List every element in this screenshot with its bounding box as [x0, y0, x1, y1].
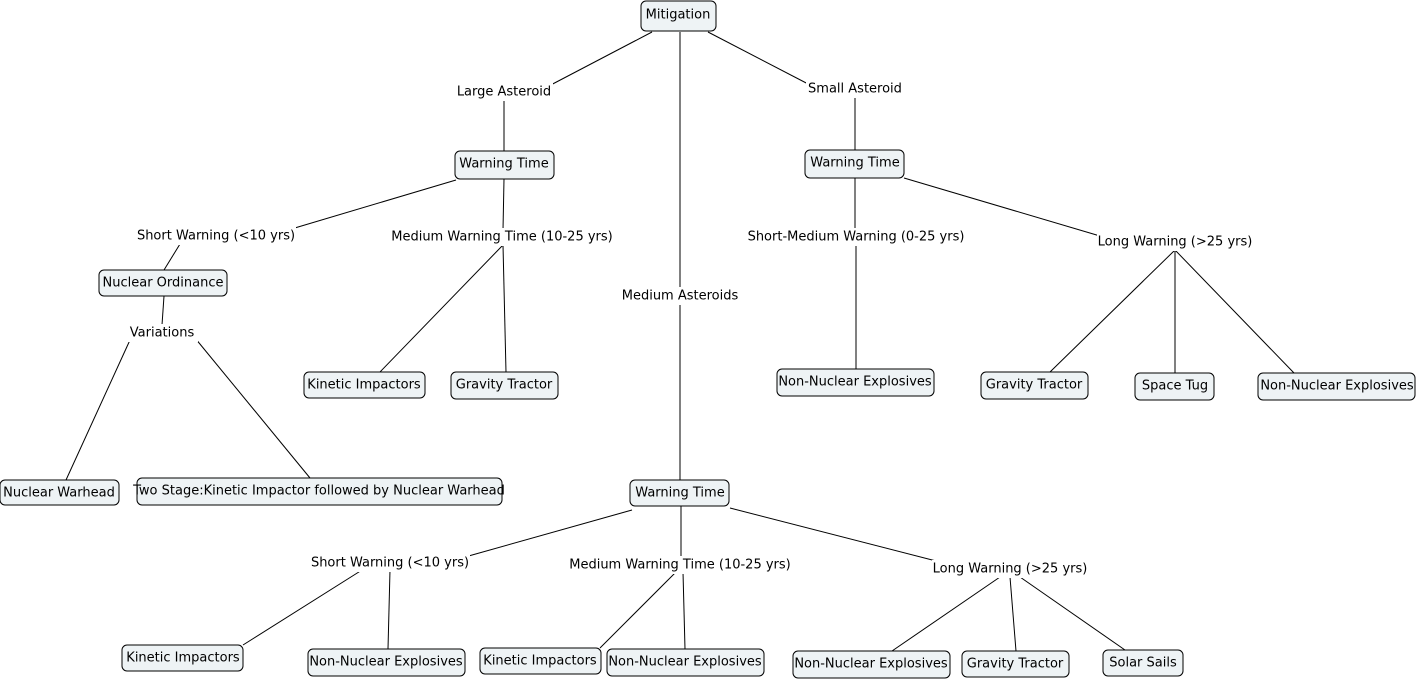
small-short-medium-warning-label: Short-Medium Warning (0-25 yrs) — [748, 228, 965, 246]
svg-text:Medium Warning Time (10-25 yrs: Medium Warning Time (10-25 yrs) — [569, 558, 791, 573]
svg-text:Long Warning (>25 yrs): Long Warning (>25 yrs) — [933, 562, 1088, 577]
small-non-nuclear-explosives-node[interactable]: Non-Nuclear Explosives — [776, 368, 935, 397]
svg-text:Kinetic Impactors: Kinetic Impactors — [483, 654, 597, 669]
svg-text:Solar Sails: Solar Sails — [1109, 656, 1177, 671]
svg-text:Space Tug: Space Tug — [1142, 379, 1208, 394]
svg-text:Medium Warning Time (10-25 yrs: Medium Warning Time (10-25 yrs) — [391, 230, 613, 245]
svg-text:Long Warning (>25 yrs): Long Warning (>25 yrs) — [1098, 235, 1253, 250]
svg-text:Kinetic Impactors: Kinetic Impactors — [307, 378, 421, 393]
connector-lines — [65, 31, 1295, 652]
medium-asteroids-label: Medium Asteroids — [621, 287, 739, 305]
svg-text:Small Asteroid: Small Asteroid — [808, 82, 902, 97]
two-stage-node[interactable]: Two Stage:Kinetic Impactor followed by N… — [132, 477, 505, 506]
svg-text:Mitigation: Mitigation — [646, 8, 711, 23]
small-gravity-tractor-node[interactable]: Gravity Tractor — [980, 371, 1089, 400]
linking-phrases: Large Asteroid Small Asteroid Medium Ast… — [126, 80, 1253, 578]
svg-text:Kinetic Impactors: Kinetic Impactors — [126, 651, 240, 666]
svg-text:Warning Time: Warning Time — [459, 157, 548, 172]
small-non-nuclear-explosives-2-node[interactable]: Non-Nuclear Explosives — [1257, 372, 1416, 401]
small-warning-time-node[interactable]: Warning Time — [804, 149, 905, 179]
svg-text:Short-Medium Warning (0-25 yrs: Short-Medium Warning (0-25 yrs) — [748, 230, 965, 245]
svg-text:Nuclear Warhead: Nuclear Warhead — [3, 486, 115, 501]
svg-text:Gravity Tractor: Gravity Tractor — [456, 378, 553, 393]
svg-text:Non-Nuclear Explosives: Non-Nuclear Explosives — [608, 655, 762, 670]
small-long-warning-label: Long Warning (>25 yrs) — [1097, 233, 1253, 251]
svg-text:Warning Time: Warning Time — [635, 486, 724, 501]
large-warning-time-node[interactable]: Warning Time — [454, 150, 555, 180]
medium-medium-kinetic-impactors-node[interactable]: Kinetic Impactors — [479, 647, 602, 675]
svg-text:Warning Time: Warning Time — [810, 156, 899, 171]
large-kinetic-impactors-node[interactable]: Kinetic Impactors — [303, 371, 426, 399]
medium-short-non-nuclear-explosives-node[interactable]: Non-Nuclear Explosives — [307, 648, 466, 677]
svg-text:Medium Asteroids: Medium Asteroids — [622, 289, 739, 304]
large-asteroid-label: Large Asteroid — [455, 83, 553, 101]
svg-text:Gravity Tractor: Gravity Tractor — [967, 657, 1064, 672]
medium-short-warning-label: Short Warning (<10 yrs) — [310, 554, 470, 572]
medium-long-warning-label: Long Warning (>25 yrs) — [932, 560, 1088, 578]
svg-text:Nuclear Ordinance: Nuclear Ordinance — [103, 276, 224, 291]
svg-text:Non-Nuclear Explosives: Non-Nuclear Explosives — [778, 375, 932, 390]
svg-text:Large Asteroid: Large Asteroid — [457, 85, 551, 100]
svg-text:Short Warning (<10 yrs): Short Warning (<10 yrs) — [137, 229, 295, 244]
small-space-tug-node[interactable]: Space Tug — [1134, 372, 1215, 401]
svg-text:Variations: Variations — [130, 326, 195, 341]
large-gravity-tractor-node[interactable]: Gravity Tractor — [450, 371, 559, 400]
small-asteroid-label: Small Asteroid — [806, 80, 904, 98]
svg-text:Non-Nuclear Explosives: Non-Nuclear Explosives — [794, 657, 948, 672]
svg-text:Gravity Tractor: Gravity Tractor — [986, 378, 1083, 393]
medium-medium-warning-label: Medium Warning Time (10-25 yrs) — [569, 556, 791, 574]
medium-long-solar-sails-node[interactable]: Solar Sails — [1102, 649, 1184, 677]
svg-text:Short Warning (<10 yrs): Short Warning (<10 yrs) — [311, 556, 469, 571]
nuclear-warhead-node[interactable]: Nuclear Warhead — [0, 479, 120, 506]
large-short-warning-label: Short Warning (<10 yrs) — [136, 227, 296, 245]
variations-label: Variations — [126, 324, 198, 342]
svg-text:Non-Nuclear Explosives: Non-Nuclear Explosives — [1260, 379, 1414, 394]
medium-long-gravity-tractor-node[interactable]: Gravity Tractor — [961, 650, 1070, 678]
medium-long-non-nuclear-explosives-node[interactable]: Non-Nuclear Explosives — [792, 650, 951, 679]
mitigation-node[interactable]: Mitigation — [640, 0, 717, 32]
large-medium-warning-label: Medium Warning Time (10-25 yrs) — [391, 228, 613, 246]
medium-short-kinetic-impactors-node[interactable]: Kinetic Impactors — [121, 644, 244, 672]
nuclear-ordinance-node[interactable]: Nuclear Ordinance — [98, 269, 228, 297]
svg-text:Two Stage:Kinetic Impactor fol: Two Stage:Kinetic Impactor followed by N… — [132, 484, 505, 499]
medium-medium-non-nuclear-explosives-node[interactable]: Non-Nuclear Explosives — [606, 648, 765, 677]
medium-warning-time-node[interactable]: Warning Time — [629, 479, 730, 507]
svg-text:Non-Nuclear Explosives: Non-Nuclear Explosives — [309, 655, 463, 670]
